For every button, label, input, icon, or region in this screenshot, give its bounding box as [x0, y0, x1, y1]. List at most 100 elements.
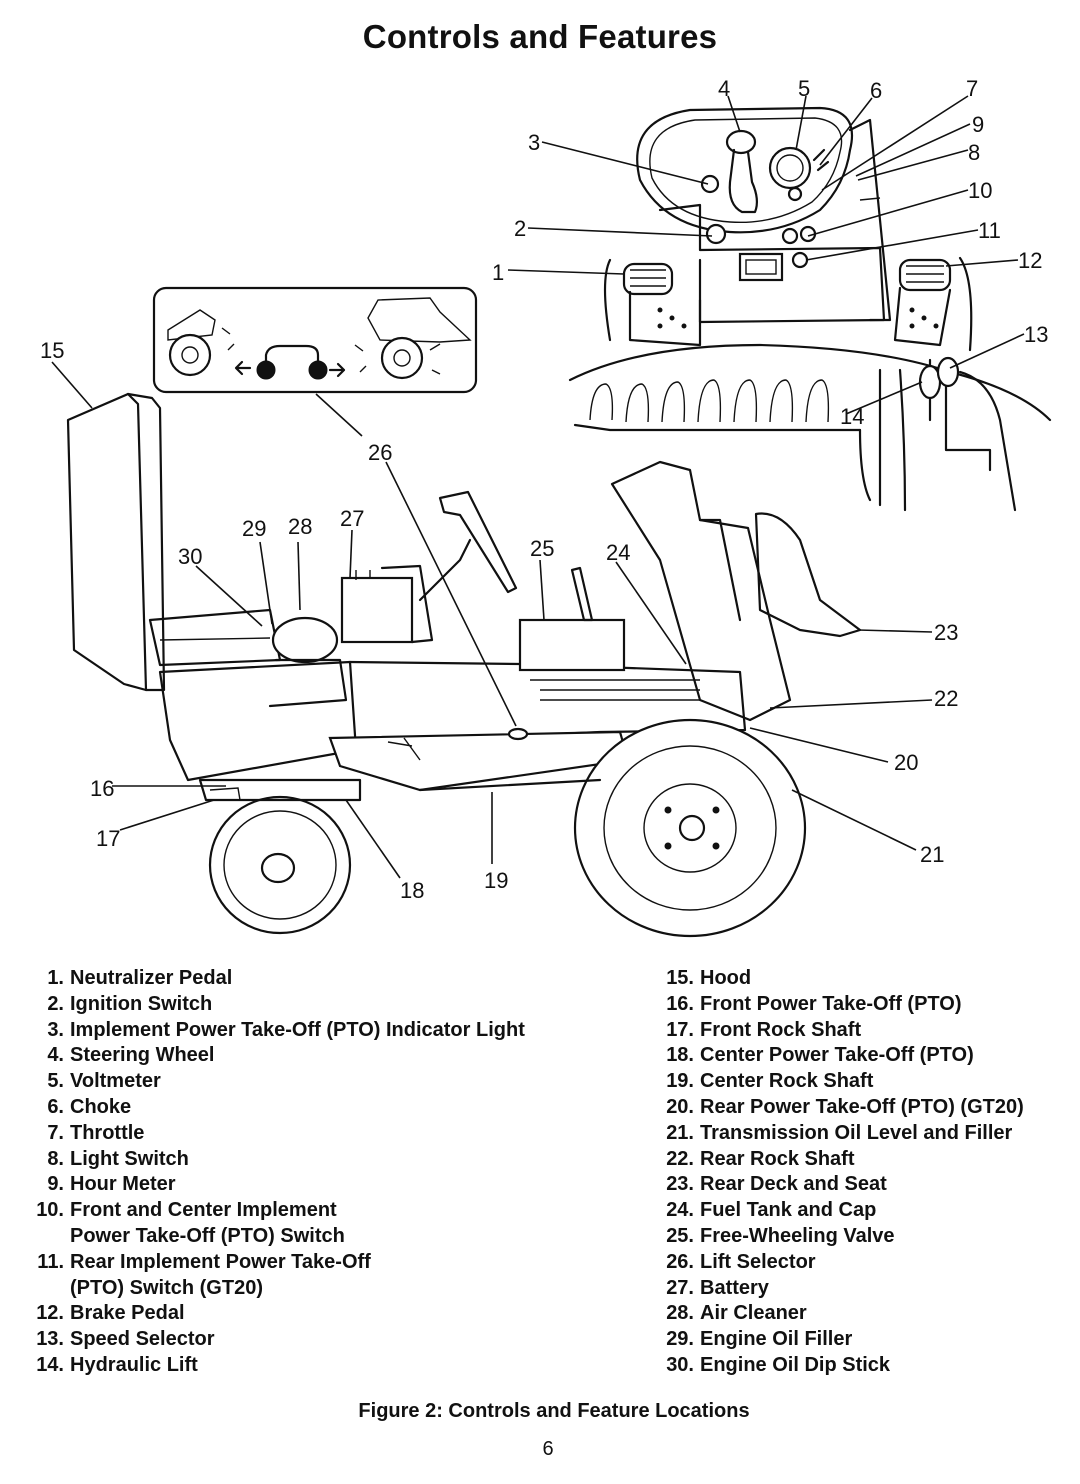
legend-item-number: 15. [666, 967, 694, 989]
legend-item-number: 19. [666, 1070, 694, 1093]
page-title: Controls and Features [362, 18, 718, 55]
legend-item-label: Engine Oil Filler [700, 1328, 853, 1351]
legend-item: 4. Steering Wheel [34, 1043, 525, 1069]
legend-item-number: 1. [47, 967, 64, 989]
callout-12: 12 [1018, 248, 1042, 273]
callout-17: 17 [96, 826, 120, 851]
legend-item-label: Hood [700, 967, 752, 989]
legend-item-number: 16. [666, 992, 694, 1015]
legend-item: 29. Engine Oil Filler [664, 1327, 1024, 1353]
legend-item-number: 4. [47, 1044, 64, 1067]
callout-23: 23 [934, 620, 958, 645]
legend-item: 18. Center Power Take-Off (PTO) [664, 1043, 1024, 1069]
callout-26: 26 [368, 440, 392, 465]
callout-30: 30 [178, 544, 202, 569]
legend-item-label: Center Power Take-Off (PTO) [700, 1044, 974, 1067]
legend-item: 2.Ignition Switch [34, 992, 525, 1018]
legend-item: 6. Choke [34, 1095, 525, 1121]
figure-caption: Figure 2: Controls and Feature Locations [358, 1400, 750, 1422]
legend-item-number: 18. [666, 1044, 694, 1067]
legend-item-label: Throttle [70, 1121, 145, 1144]
callout-4: 4 [718, 76, 730, 101]
legend-item-number: 6. [47, 1095, 64, 1118]
legend-item: 22. Rear Rock Shaft [664, 1147, 1024, 1173]
lift-selector-inset [152, 286, 478, 394]
legend-item-number: 13. [36, 1328, 64, 1351]
legend-item: 16.Front Power Take-Off (PTO) [664, 992, 1024, 1018]
legend-item-number: 23. [666, 1173, 694, 1196]
callout-16: 16 [90, 776, 114, 801]
callout-20: 20 [894, 750, 918, 775]
legend-item-label: Rear Implement Power Take-Off [70, 1250, 371, 1273]
legend-item: 20.Rear Power Take-Off (PTO) (GT20) [664, 1095, 1024, 1121]
callout-5: 5 [798, 76, 810, 101]
legend-item-label: Hydraulic Lift [70, 1353, 198, 1376]
legend-item-number: 30. [666, 1353, 694, 1376]
legend-item: 10. Front and Center Implement [34, 1198, 525, 1224]
legend-item-continuation: (PTO) Switch (GT20) [70, 1276, 263, 1299]
legend-item-number: 22. [666, 1147, 694, 1170]
callout-numbers: 1 2 3 4 5 6 7 8 9 10 11 12 13 14 15 16 1… [40, 76, 1048, 903]
legend-item: 28. Air Cleaner [664, 1301, 1024, 1327]
legend-item-label: Rear Rock Shaft [700, 1147, 855, 1170]
legend-item-label: Speed Selector [70, 1328, 215, 1351]
legend-item-number: 10. [36, 1199, 64, 1222]
legend-item-label: Implement Power Take-Off (PTO) Indicator… [70, 1018, 525, 1041]
callout-19: 19 [484, 868, 508, 893]
legend-item-number: 28. [666, 1302, 694, 1325]
legend-item-number: 24. [666, 1199, 694, 1222]
legend-item-label: Steering Wheel [70, 1044, 215, 1067]
legend-item-label: Light Switch [70, 1147, 189, 1170]
legend-item-label: Battery [700, 1276, 769, 1299]
leader-lines [51, 95, 1025, 879]
legend-item-number: 29. [666, 1328, 694, 1351]
legend-item-label: Air Cleaner [700, 1302, 807, 1325]
legend-item-label: Lift Selector [700, 1250, 816, 1273]
callout-6: 6 [870, 78, 882, 103]
legend-item: 23.Rear Deck and Seat [664, 1172, 1024, 1198]
legend-item: 8. Light Switch [34, 1147, 525, 1173]
legend-item-number: 8. [47, 1147, 64, 1170]
callout-27: 27 [340, 506, 364, 531]
legend-item-label: Front and Center Implement [70, 1199, 337, 1222]
callout-1: 1 [492, 260, 504, 285]
legend-item-number: 11. [37, 1250, 64, 1273]
callout-7: 7 [966, 76, 978, 101]
callout-29: 29 [242, 516, 266, 541]
legend-item-number: 25. [666, 1224, 694, 1247]
legend-item: 24. Fuel Tank and Cap [664, 1198, 1024, 1224]
legend-item-number: 27. [666, 1276, 694, 1299]
legend-item-label: Voltmeter [70, 1070, 161, 1093]
legend-item-label: Free-Wheeling Valve [700, 1224, 895, 1247]
callout-11: 11 [978, 218, 1001, 243]
controls-diagram: 1 2 3 4 5 6 7 8 9 10 11 12 13 14 15 16 1… [40, 76, 1052, 938]
legend-item-number: 20. [666, 1095, 694, 1118]
callout-10: 10 [968, 178, 992, 203]
callout-24: 24 [606, 540, 630, 565]
legend-item: 26. Lift Selector [664, 1250, 1024, 1276]
legend-item-continuation: Power Take-Off (PTO) Switch [70, 1224, 345, 1247]
legend-item-number: 26. [666, 1250, 694, 1273]
legend-item-number: 5. [47, 1070, 64, 1093]
legend-item-label: Neutralizer Pedal [70, 967, 233, 989]
callout-8: 8 [968, 140, 980, 165]
callout-25: 25 [530, 536, 554, 561]
callout-2: 2 [514, 216, 526, 241]
page-number: 6 [542, 1438, 554, 1460]
legend-item-label: Fuel Tank and Cap [700, 1199, 877, 1222]
legend-item: 19.Center Rock Shaft [664, 1069, 1024, 1095]
callout-15: 15 [40, 338, 64, 363]
legend-item: 25. Free-Wheeling Valve [664, 1224, 1024, 1250]
legend-item: 30. Engine Oil Dip Stick [664, 1353, 1024, 1379]
legend-item-label: Front Rock Shaft [700, 1018, 862, 1041]
legend-item-label: Engine Oil Dip Stick [700, 1353, 891, 1376]
callout-22: 22 [934, 686, 958, 711]
legend-item-label: Choke [70, 1095, 132, 1118]
legend-item-number: 3. [47, 1018, 64, 1041]
legend-item-number: 12. [36, 1302, 64, 1325]
callout-13: 13 [1024, 322, 1048, 347]
legend-item-number: 9. [47, 1173, 64, 1196]
legend-item-label: Ignition Switch [70, 992, 213, 1015]
